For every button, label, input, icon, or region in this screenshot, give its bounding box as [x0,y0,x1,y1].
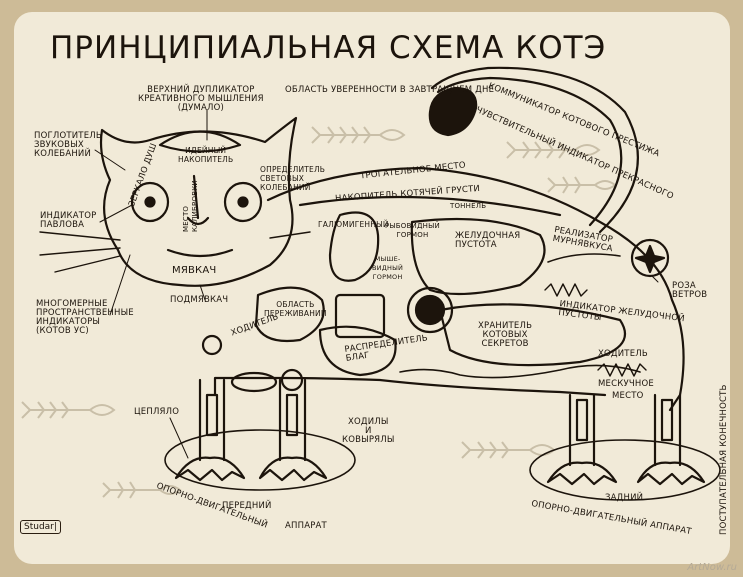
front-leg-right [278,378,307,462]
label-tonnel: ТОННЕЛЬ [450,202,487,210]
spring-coil [544,283,588,297]
label-mesto: МЕСТО [612,391,644,401]
fish-skeleton-icon [21,401,116,419]
label-podmyavkach: ПОДМЯВКАЧ [170,295,229,305]
label-meskuchnoe: МЕСКУЧНОЕ [598,379,654,389]
diagram-title: ПРИНЦИПИАЛЬНАЯ СХЕМА КОТЭ [50,30,607,66]
front-ground-oval [164,429,356,491]
khoditel-oval [230,371,278,393]
oblast-perezhivaniy-organ [254,286,325,343]
raspredelitel-machine [334,293,386,339]
label-zadniy: ЗАДНИЙ [605,493,644,503]
mouth [166,248,234,258]
label-oblast-uverennosti: ОБЛАСТЬ УВЕРЕННОСТИ В ЗАВТРАШНЕМ ДНЕ [285,85,495,95]
front-paw [258,456,328,482]
whiskers [39,231,311,273]
back-line [298,195,562,217]
label-galyumigenny: ГАЛЮМИГЕННЫЙ [318,220,389,229]
front-joint [280,368,304,392]
galyumigenny-organ [328,211,380,282]
intestine-pipe [399,364,641,379]
back-piston [660,398,674,442]
tail [430,66,639,234]
khranitel-organ [438,303,626,367]
fish-skeleton-decorations [21,126,617,499]
nose [186,174,210,226]
back-piston [575,398,589,442]
label-tseplyalo: ЦЕПЛЯЛО [134,407,180,417]
back-leg-left [568,393,596,467]
meskuchnoe-coil [597,363,647,377]
right-pupil [237,196,249,208]
back-leg-right [653,393,682,467]
watermark: ArtNow.ru [687,562,737,573]
raspredelitel-organ [318,325,397,377]
leader-lines [94,89,659,459]
label-apparat-front: АППАРАТ [285,521,327,531]
label-khoditel-back: ХОДИТЕЛЬ [598,349,648,359]
realizator-pipe [547,253,621,263]
kommunikator-blob [428,86,478,137]
front-paw [174,456,246,482]
back-paw [636,461,706,486]
front-joint [201,334,223,356]
label-myavkach: МЯВКАЧ [172,265,217,276]
roza-vetrov-circle [630,238,670,278]
fish-skeleton-icon [311,126,406,144]
stomach-indicator-gauge-inner [414,294,446,326]
roza-vetrov-star [634,244,666,274]
front-leg-left [198,378,226,462]
zheludochnaya-pustota-organ [410,217,546,296]
artist-signature: Studar| [20,520,61,534]
front-piston [285,393,299,437]
ideyny-nakopitel-cap [158,130,242,153]
fish-skeleton-icon [102,481,182,499]
left-pupil [144,196,156,208]
back-paw [546,461,618,486]
label-peredniy: ПЕРЕДНИЙ [222,501,272,511]
stomach-indicator-gauge [406,286,454,334]
label-postupatelnaya: ПОСТУПАТЕЛЬНАЯ КОНЕЧНОСТЬ [719,384,729,535]
front-piston [205,393,219,437]
fish-skeleton-icon [506,141,601,159]
back-ground-oval [529,439,721,501]
